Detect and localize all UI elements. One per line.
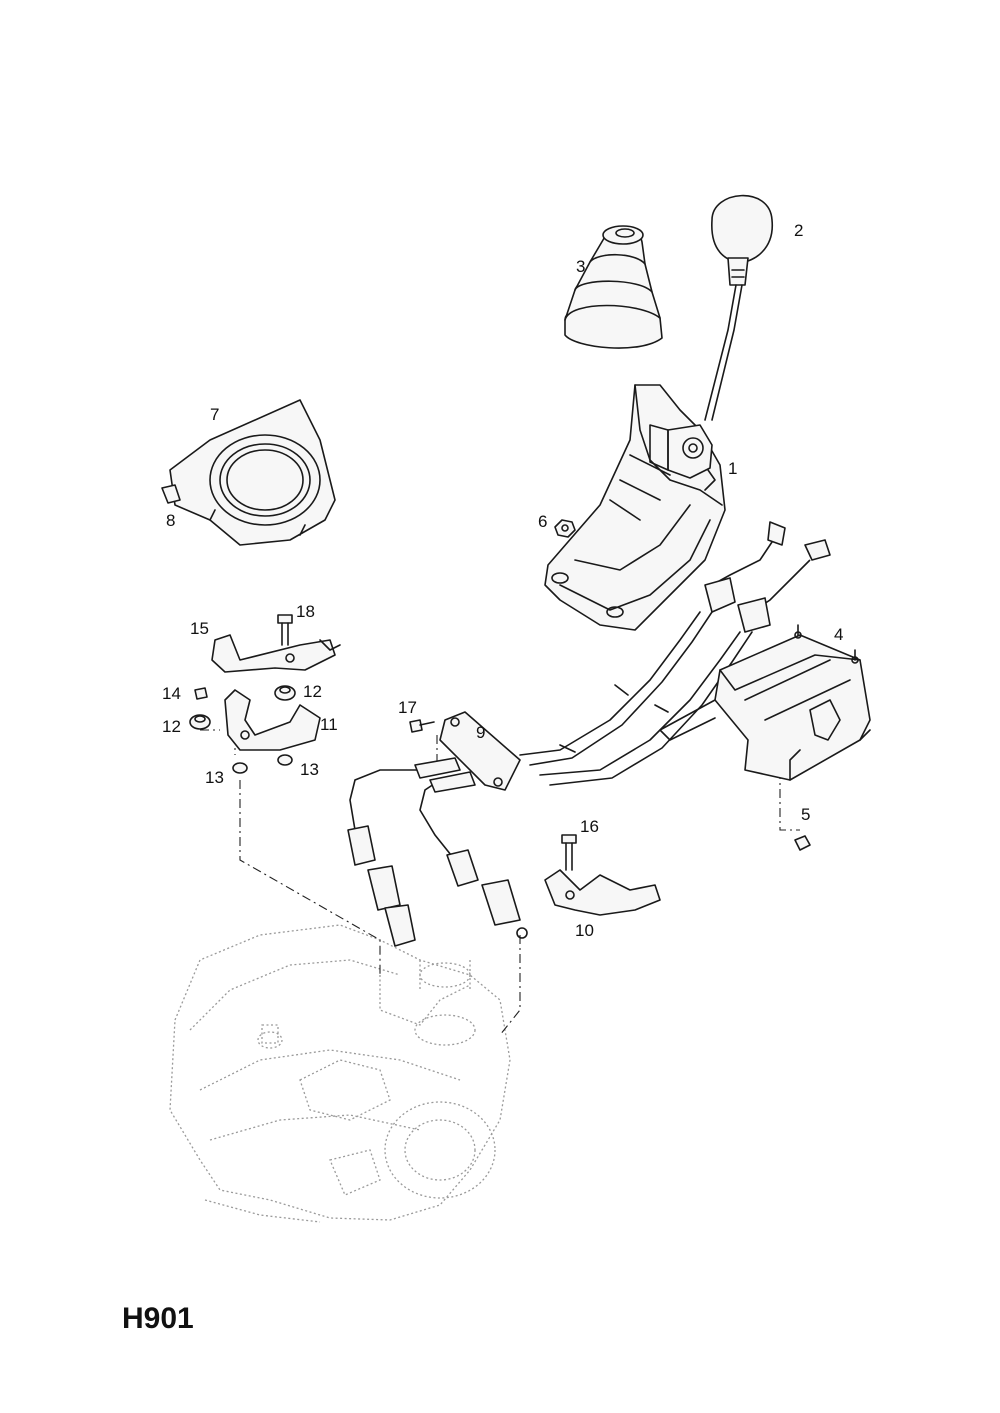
callout-labels: 1 2 3 4 5 6 7 8 9 10 11 12 12 13 13 14 1… xyxy=(162,221,843,940)
callout-10: 10 xyxy=(575,921,594,940)
clip-8 xyxy=(161,484,181,504)
bolt-17 xyxy=(409,719,435,733)
callout-18: 18 xyxy=(296,602,315,621)
trim-cover-7 xyxy=(169,399,336,546)
callout-4: 4 xyxy=(834,625,843,644)
gear-knob xyxy=(704,194,773,421)
gear-lever-boot xyxy=(564,225,663,349)
grommet-12-b xyxy=(189,714,211,730)
bracket-15 xyxy=(211,634,341,673)
grommet-12-a xyxy=(274,685,296,701)
callout-15: 15 xyxy=(190,619,209,638)
callout-11: 11 xyxy=(320,715,338,734)
bolt-14 xyxy=(194,687,208,700)
callout-7: 7 xyxy=(210,405,219,424)
page-code: H901 xyxy=(122,1302,194,1335)
bush-13-a xyxy=(232,762,248,774)
callout-16: 16 xyxy=(580,817,599,836)
callout-8: 8 xyxy=(166,511,175,530)
bolt-16 xyxy=(561,834,577,871)
cable-bracket-9 xyxy=(347,711,528,947)
callout-1: 1 xyxy=(728,459,737,478)
callout-13-b: 13 xyxy=(300,760,319,779)
shift-cables xyxy=(519,521,831,786)
callout-12-a: 12 xyxy=(303,682,322,701)
callout-6: 6 xyxy=(538,512,547,531)
callout-2: 2 xyxy=(794,221,803,240)
callout-14: 14 xyxy=(162,684,181,703)
callout-9: 9 xyxy=(476,723,485,742)
nut-6 xyxy=(554,519,576,538)
bracket-10 xyxy=(544,869,661,916)
shift-base-bracket-4 xyxy=(659,624,871,781)
bracket-11 xyxy=(224,689,321,751)
bush-13-b xyxy=(277,754,293,766)
callout-5: 5 xyxy=(801,805,810,824)
screw-5 xyxy=(794,835,811,851)
callout-12-b: 12 xyxy=(162,717,181,736)
callout-3: 3 xyxy=(576,257,585,276)
callout-17: 17 xyxy=(398,698,417,717)
shift-lever-housing xyxy=(544,384,726,631)
bolt-18 xyxy=(277,614,293,646)
gearbox-outline xyxy=(169,924,511,1223)
callout-13-a: 13 xyxy=(205,768,224,787)
